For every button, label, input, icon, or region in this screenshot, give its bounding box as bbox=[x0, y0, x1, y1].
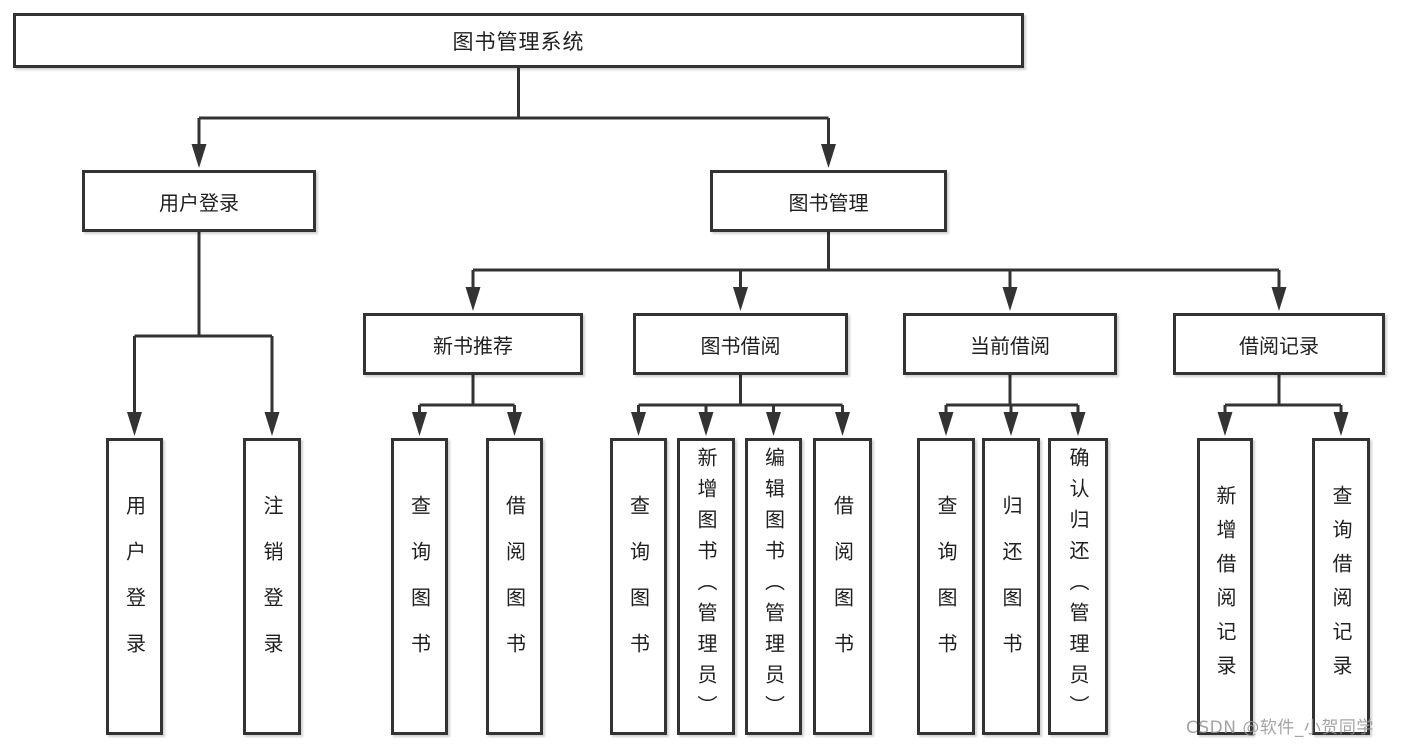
node-label: 当前借阅 bbox=[970, 333, 1050, 358]
node-label: 借阅记录 bbox=[1239, 333, 1319, 358]
connector-user-login-split bbox=[133, 232, 274, 414]
leaf-query-borrow-record: 查询借阅记录 bbox=[1312, 438, 1370, 735]
arrow-icon bbox=[264, 412, 280, 436]
node-new-book-recommend: 新书推荐 bbox=[363, 313, 583, 375]
node-library-system: 图书管理系统 bbox=[13, 13, 1024, 68]
leaf-query-books-recommend: 查询图书 bbox=[391, 438, 448, 735]
leaf-add-borrow-record: 新增借阅记录 bbox=[1197, 438, 1253, 735]
node-label: 查询图书 bbox=[934, 494, 958, 679]
arrow-icon bbox=[191, 144, 207, 168]
arrow-icon bbox=[412, 412, 427, 436]
node-label: 新增借阅记录 bbox=[1213, 484, 1237, 689]
arrow-icon bbox=[938, 412, 954, 436]
connector-book-mgmt-split bbox=[471, 232, 1281, 289]
leaf-edit-books-admin: 编辑图书（管理员） bbox=[745, 438, 802, 735]
node-label: 编辑图书（管理员） bbox=[761, 447, 786, 726]
node-label: 查询借阅记录 bbox=[1329, 484, 1353, 689]
leaf-logout: 注销登录 bbox=[243, 438, 301, 735]
node-label: 用户登录 bbox=[122, 494, 147, 679]
connector-new-book-split bbox=[418, 375, 516, 414]
node-label: 图书管理系统 bbox=[452, 29, 585, 54]
connector-root-to-level2 bbox=[197, 68, 830, 146]
node-book-management: 图书管理 bbox=[710, 170, 947, 232]
arrow-icon bbox=[1002, 287, 1018, 311]
leaf-add-books-admin: 新增图书（管理员） bbox=[677, 438, 735, 735]
arrow-icon bbox=[1070, 412, 1086, 436]
arrow-icon bbox=[766, 412, 781, 436]
node-label: 用户登录 bbox=[159, 190, 239, 215]
watermark: CSDN @软件_小贺同学 bbox=[1186, 718, 1374, 738]
node-label: 借阅图书 bbox=[502, 494, 527, 679]
node-book-borrowing: 图书借阅 bbox=[633, 313, 848, 375]
arrow-icon bbox=[1333, 412, 1349, 436]
leaf-borrow-books-borrowing: 借阅图书 bbox=[813, 438, 872, 735]
arrow-icon bbox=[127, 412, 142, 436]
arrow-icon bbox=[465, 287, 481, 311]
arrow-icon bbox=[821, 144, 836, 168]
arrow-icon bbox=[1003, 412, 1019, 436]
leaf-user-login: 用户登录 bbox=[106, 438, 163, 735]
connector-book-borrow-split bbox=[637, 375, 844, 414]
arrow-icon bbox=[698, 412, 714, 436]
node-borrowing-records: 借阅记录 bbox=[1173, 313, 1385, 375]
arrow-icon bbox=[733, 287, 748, 311]
connector-current-borrow-split bbox=[944, 375, 1080, 414]
arrow-icon bbox=[1217, 412, 1233, 436]
arrowheads bbox=[127, 144, 1349, 436]
node-current-borrowing: 当前借阅 bbox=[903, 313, 1117, 375]
node-label: 新增图书（管理员） bbox=[694, 447, 718, 726]
node-label: 查询图书 bbox=[626, 494, 651, 679]
connector-borrow-records-split bbox=[1223, 375, 1343, 414]
arrow-icon bbox=[1271, 287, 1287, 311]
leaf-borrow-books-recommend: 借阅图书 bbox=[486, 438, 543, 735]
node-user-login: 用户登录 bbox=[82, 170, 316, 232]
node-label: 归还图书 bbox=[999, 494, 1023, 679]
leaf-return-books: 归还图书 bbox=[982, 438, 1040, 735]
arrow-icon bbox=[631, 412, 646, 436]
leaf-confirm-return-admin: 确认归还（管理员） bbox=[1048, 438, 1108, 735]
leaf-query-books-borrowing: 查询图书 bbox=[610, 438, 667, 735]
node-label: 图书管理 bbox=[788, 190, 869, 215]
node-label: 确认归还（管理员） bbox=[1066, 447, 1090, 726]
arrow-icon bbox=[835, 412, 850, 436]
arrow-icon bbox=[507, 412, 522, 436]
node-label: 注销登录 bbox=[260, 494, 284, 679]
leaf-query-books-current: 查询图书 bbox=[917, 438, 975, 735]
node-label: 借阅图书 bbox=[830, 494, 855, 679]
node-label: 图书借阅 bbox=[700, 333, 781, 358]
node-label: 新书推荐 bbox=[433, 333, 513, 358]
node-label: 查询图书 bbox=[407, 494, 432, 679]
